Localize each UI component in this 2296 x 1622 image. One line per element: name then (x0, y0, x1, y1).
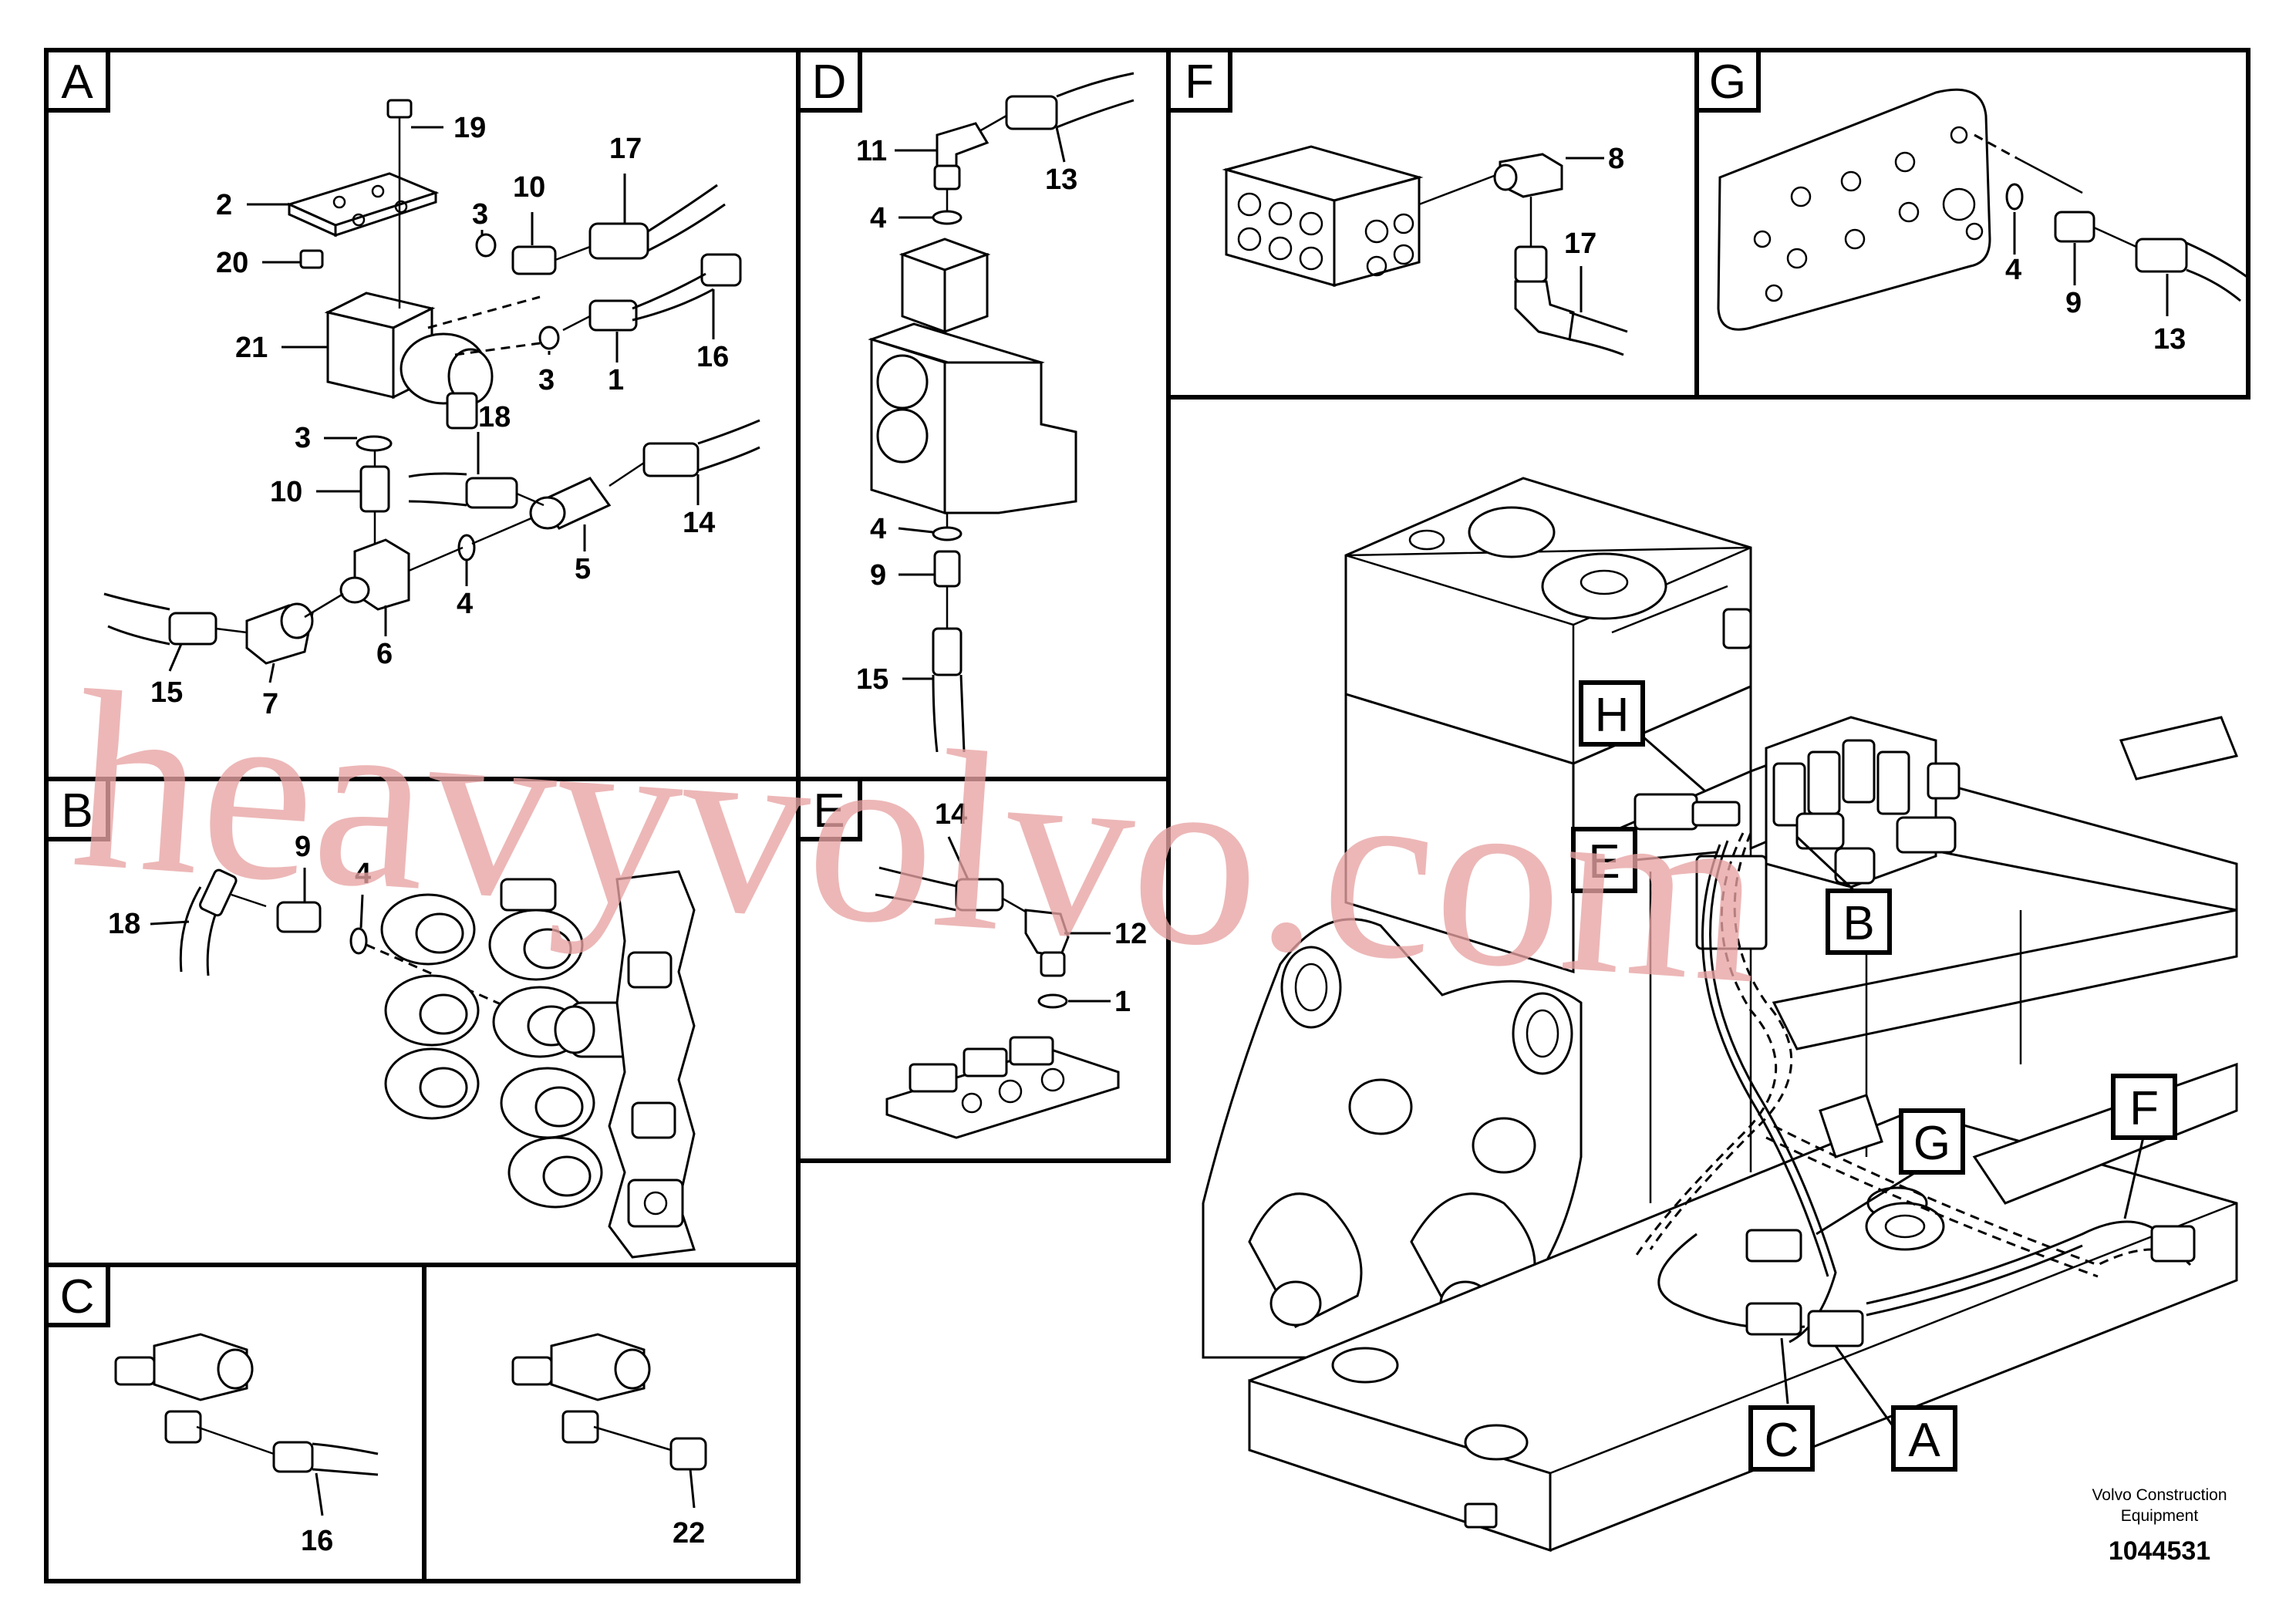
panel-tag-e: E (796, 777, 862, 841)
panel-f-drawing: 8 17 (1222, 143, 1628, 356)
callout-19: 19 (453, 112, 486, 144)
callout-3c: 3 (295, 422, 311, 454)
callout-17: 17 (609, 133, 642, 165)
callout-3b: 3 (538, 364, 555, 396)
main-control-valve (1633, 716, 1961, 950)
callout-6: 6 (376, 638, 393, 670)
callout-4: 4 (355, 858, 371, 890)
callout-15: 15 (150, 676, 183, 709)
callout-20: 20 (216, 247, 248, 279)
callout-4: 4 (457, 588, 473, 620)
panel-frames (44, 48, 2250, 1583)
panel-d-drawing: 11 13 4 4 9 15 (856, 72, 1135, 753)
svg-text:A: A (61, 56, 93, 109)
overview-tag-a: A (1891, 1405, 1957, 1472)
callout-12: 12 (1114, 918, 1147, 950)
callout-8: 8 (1608, 143, 1624, 175)
svg-text:C: C (60, 1270, 95, 1324)
callout-1: 1 (1114, 986, 1131, 1018)
callout-9: 9 (870, 559, 886, 592)
panel-tag-b: B (44, 777, 110, 841)
callout-21: 21 (235, 332, 268, 364)
svg-text:C: C (1765, 1414, 1799, 1467)
company-line-2: Equipment (2121, 1507, 2199, 1525)
callout-4: 4 (870, 202, 886, 234)
overview-tag-g: G (1899, 1108, 1965, 1175)
svg-text:D: D (812, 56, 847, 109)
callout-18: 18 (478, 401, 511, 433)
svg-text:E: E (813, 784, 845, 838)
callout-14: 14 (683, 507, 715, 539)
callout-10b: 10 (270, 476, 302, 508)
panel-tag-d: D (796, 48, 862, 113)
panel-tag-c: C (44, 1263, 110, 1327)
company-line-1: Volvo Construction (2092, 1486, 2227, 1504)
panel-tag-a: A (44, 48, 110, 113)
callout-7: 7 (262, 688, 278, 720)
callout-5: 5 (575, 553, 591, 585)
panel-b-drawing: 9 4 18 (108, 831, 696, 1259)
svg-text:F: F (2129, 1082, 2159, 1135)
drawing-number: 1044531 (2109, 1536, 2210, 1566)
footer: Volvo Construction Equipment 1044531 (2092, 1486, 2227, 1566)
panel-tag-g: G (1694, 48, 1761, 113)
callout-16: 16 (696, 341, 729, 373)
panel-a-drawing: 19 2 20 17 3 10 21 3 16 1 3 18 10 14 5 4… (103, 99, 760, 720)
valve-stack-b (380, 870, 696, 1259)
svg-text:G: G (1913, 1117, 1950, 1170)
svg-text:F: F (1185, 56, 1214, 109)
callout-4b: 4 (870, 513, 886, 545)
overview-tag-c: C (1748, 1405, 1815, 1472)
panel-c-drawing: 16 22 (114, 1333, 707, 1557)
svg-text:B: B (61, 784, 93, 838)
callout-10: 10 (513, 171, 545, 204)
overview-tag-f: F (2111, 1074, 2177, 1140)
callout-14: 14 (935, 798, 967, 831)
callout-17: 17 (1564, 228, 1596, 260)
overview-tag-h: H (1579, 680, 1645, 747)
callout-1: 1 (608, 364, 624, 396)
callout-22: 22 (673, 1517, 705, 1549)
callout-4: 4 (2005, 254, 2021, 286)
callout-2: 2 (216, 189, 232, 221)
callout-9: 9 (2065, 287, 2082, 319)
panel-tag-f: F (1166, 48, 1232, 113)
svg-text:B: B (1843, 897, 1874, 950)
callout-11: 11 (856, 135, 887, 167)
callout-13: 13 (1045, 164, 1077, 196)
panel-letter-tags: A D F G B E C (44, 48, 1761, 1327)
overview-tag-b: B (1826, 889, 1892, 955)
panel-g-drawing: 4 9 13 (1717, 88, 2249, 356)
overview-frame-drawing (1202, 477, 2239, 1553)
callout-13: 13 (2153, 323, 2186, 356)
overview-tags: H E B G F C A (1571, 680, 2177, 1472)
callout-3: 3 (472, 198, 488, 231)
svg-text:G: G (1709, 56, 1746, 109)
svg-text:E: E (1588, 835, 1620, 889)
panel-e-drawing: 14 12 1 (875, 798, 1147, 1139)
overview-tag-e: E (1571, 827, 1637, 893)
svg-text:H: H (1595, 689, 1630, 742)
svg-text:A: A (1908, 1414, 1940, 1467)
callout-16: 16 (301, 1525, 333, 1557)
callout-9: 9 (295, 831, 311, 863)
callout-15: 15 (856, 663, 888, 696)
callout-18: 18 (108, 908, 140, 940)
